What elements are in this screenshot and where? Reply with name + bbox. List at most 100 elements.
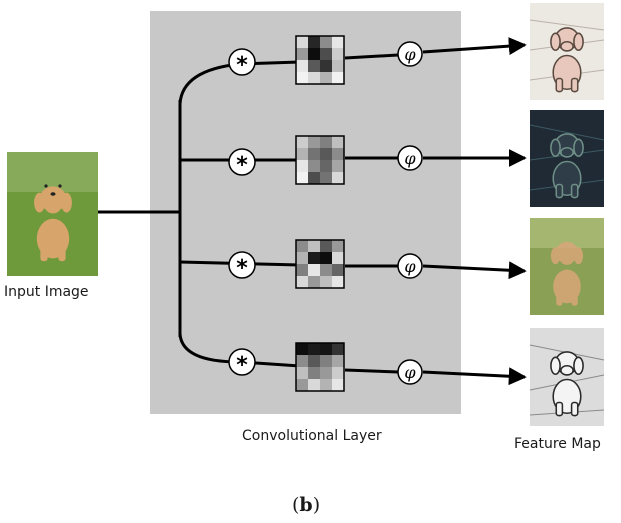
kernel-cell [296,172,309,185]
activation-operator-3: φ [397,253,423,279]
feature-map-1 [529,3,605,100]
convolution-operator-2: * [228,148,256,178]
kernel-cell [332,379,345,392]
kernel-cell [308,48,321,61]
kernel-cell [296,379,309,392]
kernel-cell [296,136,309,149]
kernel-cell [296,355,309,368]
convolution-symbol: * [236,256,248,281]
convolution-operator-4: * [228,348,256,378]
kernel-cell [320,355,333,368]
kernel-cell [296,48,309,61]
kernel-cell [320,343,333,356]
kernel-cell [320,379,333,392]
kernel-cell [308,136,321,149]
activation-operator-2: φ [397,145,423,171]
activation-operator-4: φ [397,359,423,385]
kernel-cell [320,136,333,149]
kernel-cell [308,240,321,253]
kernel-to-phi-1 [344,53,399,60]
kernel-filter-3 [295,239,345,289]
kernel-cell [320,172,333,185]
kernel-cell [332,355,345,368]
kernel-cell [308,343,321,356]
feature-map-label: Feature Map [514,436,601,452]
panel-label: (b) [292,494,321,516]
kernel-cell [332,48,345,61]
kernel-cell [308,367,321,380]
convolution-symbol: * [236,353,248,378]
kernel-cell [296,264,309,277]
kernel-cell [320,148,333,161]
kernel-cell [296,252,309,265]
kernel-cell [308,160,321,173]
input-image [7,152,98,276]
kernel-cell [308,36,321,49]
kernel-cell [332,252,345,265]
kernel-cell [320,60,333,73]
kernel-cell [332,367,345,380]
kernel-cell [332,148,345,161]
kernel-cell [320,48,333,61]
kernel-cell [320,367,333,380]
convolution-symbol: * [236,153,248,178]
kernel-border [295,342,345,392]
kernel-cell [320,252,333,265]
feature-map-3 [530,218,604,315]
kernel-cell [320,276,333,289]
activation-operator-1: φ [397,41,423,67]
kernel-cell [308,252,321,265]
feature-map-2 [529,110,605,207]
kernel-cell [296,240,309,253]
kernel-to-phi-4 [344,368,399,374]
kernel-cell [296,367,309,380]
kernel-filter-4 [295,342,345,392]
kernel-cell [296,160,309,173]
convolution-operator-3: * [228,251,256,281]
kernel-border [295,35,345,85]
activation-symbol: φ [404,149,416,168]
feature-map-4 [529,328,605,426]
activation-symbol: φ [404,257,416,276]
kernel-cell [332,172,345,185]
kernel-cell [308,172,321,185]
kernel-cell [308,379,321,392]
kernel-cell [332,36,345,49]
kernel-cell [320,264,333,277]
kernel-cell [332,276,345,289]
kernel-cell [308,148,321,161]
kernel-cell [320,36,333,49]
kernel-cell [332,160,345,173]
kernel-cell [296,148,309,161]
kernel-cell [320,240,333,253]
kernel-cell [296,60,309,73]
kernel-border [295,239,345,289]
convolution-operator-1: * [228,48,256,78]
kernel-cell [332,72,345,85]
phi-to-output-4 [422,367,527,386]
kernel-cell [332,264,345,277]
kernel-filter-1 [295,35,345,85]
phi-to-output-1 [422,37,527,56]
kernel-cell [320,160,333,173]
kernel-cell [332,343,345,356]
kernel-cell [296,36,309,49]
kernel-cell [296,276,309,289]
kernel-border [295,135,345,185]
kernel-cell [332,136,345,149]
kernel-cell [296,343,309,356]
convolution-symbol: * [236,53,248,78]
kernel-filter-2 [295,135,345,185]
kernel-cell [332,60,345,73]
phi-to-output-3 [422,261,527,280]
kernel-cell [308,72,321,85]
kernel-cell [308,60,321,73]
kernel-cell [308,355,321,368]
activation-symbol: φ [404,363,416,382]
input-image-label: Input Image [4,284,89,300]
kernel-cell [296,72,309,85]
conv-layer-label: Convolutional Layer [242,428,382,444]
kernel-cell [308,276,321,289]
kernel-cell [332,240,345,253]
